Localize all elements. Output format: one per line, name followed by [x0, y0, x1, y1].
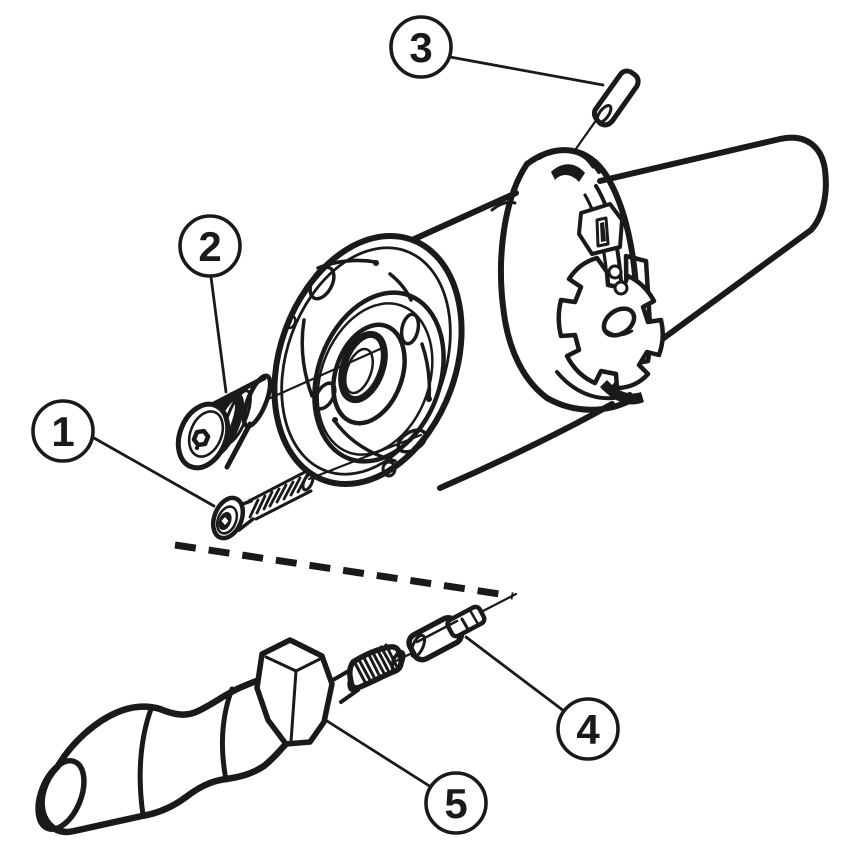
flange-face	[271, 233, 465, 487]
bolt-hole-left	[313, 381, 337, 411]
gear-flange-hole	[601, 306, 637, 338]
collar-ball-1	[607, 264, 623, 280]
gear-flange-outline	[556, 255, 665, 391]
center-bore-depth	[344, 347, 374, 395]
drive-notch-slot-shadow	[600, 222, 606, 242]
callout-1-circle	[31, 399, 95, 463]
face-slot-left	[300, 318, 314, 398]
center-bore	[338, 330, 388, 404]
pin-part	[591, 68, 641, 128]
collar-ball-2	[613, 280, 629, 296]
dashed-divider	[174, 541, 514, 600]
callout-3-label: 3	[409, 24, 432, 71]
screw-shank-bottom	[254, 489, 313, 521]
grip-contour-1	[137, 706, 154, 818]
bit-facet-line	[415, 619, 459, 644]
bit-tip-notch-1	[460, 617, 471, 633]
screw-head-rim	[215, 505, 239, 535]
body-bottom-edge	[437, 401, 615, 491]
bit-end-cap	[409, 633, 427, 659]
callout-4: 4	[556, 697, 620, 761]
screw-thread-ridges	[248, 473, 309, 519]
screw-cone-bottom	[237, 517, 255, 532]
screw-axis-line	[307, 433, 423, 481]
bolt-hole-top-left	[308, 265, 336, 301]
bolt-hole-bottom	[381, 460, 397, 478]
callout-5-circle	[424, 771, 488, 835]
callout-4-circle	[556, 697, 620, 761]
collar-front-rim	[498, 161, 550, 401]
face-slot-right-end	[426, 396, 432, 402]
drive-notch	[577, 202, 624, 256]
taper-shank	[597, 134, 829, 346]
callout-2-circle	[178, 214, 242, 278]
gear-flange	[556, 255, 665, 391]
callout-5-label: 5	[444, 780, 467, 827]
pin-axis-line	[571, 117, 599, 155]
plug-body-bottom	[224, 421, 253, 470]
leader-line-2	[209, 275, 228, 394]
callout-2: 2	[178, 214, 242, 278]
plug-hex-socket	[191, 428, 211, 448]
callout-2-label: 2	[198, 223, 221, 270]
screw-part	[210, 470, 315, 541]
gear-flange-hole-depth	[605, 329, 634, 337]
center-boss	[331, 322, 407, 426]
screw-tip-cap	[301, 472, 315, 492]
bolt-hole-upper-right	[399, 312, 421, 346]
handle-end-cap	[35, 758, 87, 832]
collar-groove-shadow	[551, 164, 585, 182]
callouts: 1 2 3 4 5	[31, 15, 620, 835]
plug-front-chamfer	[187, 410, 225, 458]
face-slot-top	[316, 258, 378, 270]
rim-nub	[285, 314, 297, 330]
bit-tip-notch-2	[469, 610, 480, 626]
thread-barrel-tip	[390, 649, 406, 673]
callout-4-label: 4	[576, 706, 600, 753]
face-slot-upper-right	[388, 272, 413, 302]
bit-axis-line-left	[394, 651, 414, 663]
leader-line-4	[464, 635, 566, 713]
screw-socket-highlight	[221, 517, 229, 525]
handle-neck-bottom	[339, 688, 360, 704]
pilot-ring-inner	[316, 302, 434, 456]
body-step-line	[490, 200, 517, 212]
drive-notch-slot	[595, 216, 610, 248]
screw-shank-top	[247, 470, 307, 503]
face-slot-bottom-end	[332, 417, 338, 423]
bit-axis-line-right	[481, 592, 518, 613]
callout-5: 5	[424, 771, 488, 835]
callout-3: 3	[389, 15, 453, 79]
drawing-root: 1 2 3 4 5	[31, 15, 829, 836]
callout-1: 1	[31, 399, 95, 463]
collar-lower-shadow	[600, 380, 644, 405]
pin-end-cap	[595, 103, 613, 125]
callout-3-circle	[389, 15, 453, 79]
face-slot-top-end	[373, 260, 379, 266]
bit-tip-section	[445, 604, 487, 639]
plug-socket-dot	[194, 445, 200, 451]
leader-lines	[92, 55, 605, 789]
leader-line-5	[325, 719, 433, 789]
grip-contour-2	[219, 686, 235, 783]
torque-handle-assembly	[35, 592, 518, 836]
leader-line-3	[448, 55, 605, 87]
face-slot-bottom	[332, 418, 397, 463]
callout-1-label: 1	[51, 408, 74, 455]
plug-axis-line	[266, 347, 382, 401]
hex-collar-facets	[264, 655, 324, 744]
bolt-hole-bottom-right	[396, 428, 428, 454]
leader-line-1	[92, 436, 216, 508]
face-slot-right	[420, 342, 432, 402]
driver-bit-part	[406, 604, 487, 663]
plug-part	[175, 373, 273, 471]
tool-holder-assembly	[266, 117, 829, 491]
